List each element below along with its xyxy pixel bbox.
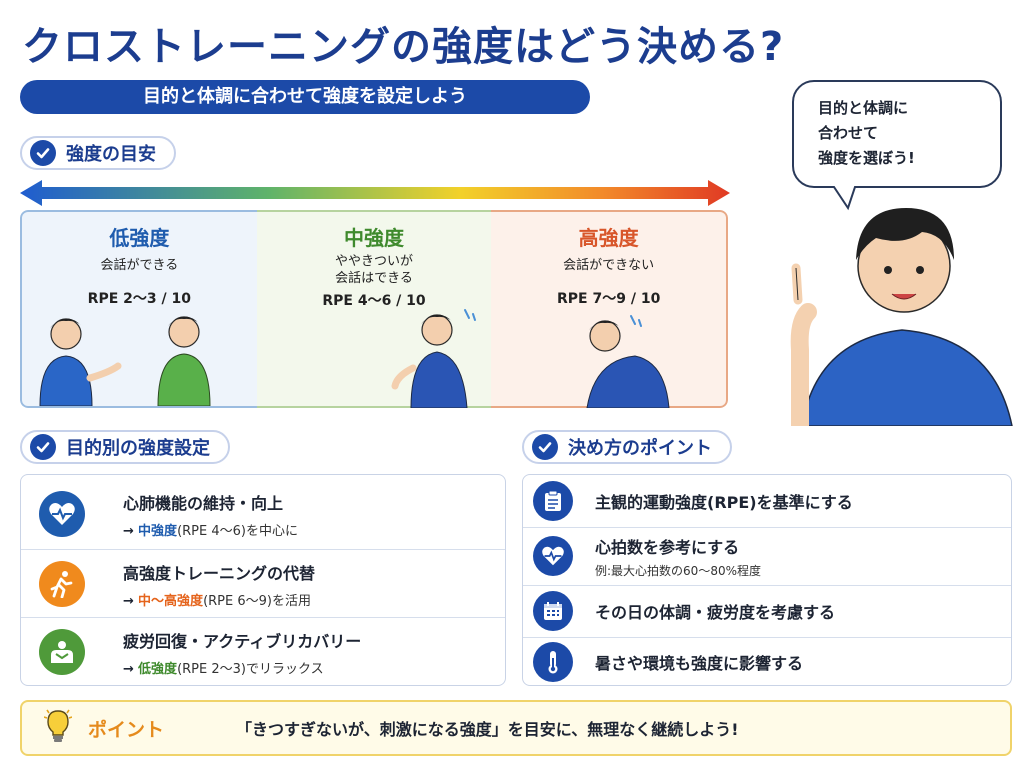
purpose-item-sub: → 低強度(RPE 2〜3)でリラックス <box>123 658 361 677</box>
purpose-heading: 目的別の強度設定 <box>20 430 230 464</box>
bubble-line-3: 強度を選ぼう! <box>818 149 915 167</box>
intensity-levels: 低強度 会話ができる RPE 2〜3 / 10 中強度 ややきついが 会話はでき… <box>20 210 728 408</box>
level-low: 低強度 会話ができる RPE 2〜3 / 10 <box>20 210 257 408</box>
tip-item-title: 暑さや環境も強度に影響する <box>595 654 804 673</box>
tip-item: その日の体調・疲労度を考慮する <box>523 587 1011 635</box>
thermometer-icon <box>533 642 573 682</box>
speech-bubble: 目的と体調に 合わせて 強度を選ぼう! <box>792 80 1002 188</box>
divider <box>523 527 1011 528</box>
level-mid-desc-1: ややきついが <box>335 254 414 269</box>
page-title: クロストレーニングの強度はどう決める? <box>22 24 785 70</box>
divider <box>21 549 505 550</box>
arrow-icon: → <box>123 523 134 539</box>
lightbulb-icon <box>43 709 73 747</box>
purpose-item-detail: (RPE 6〜9)を活用 <box>203 593 311 609</box>
purpose-item-title: 心肺機能の維持・向上 <box>123 493 284 513</box>
purpose-item-title: 高強度トレーニングの代替 <box>123 563 316 583</box>
purpose-item-sub: → 中強度(RPE 4〜6)を中心に <box>123 520 298 539</box>
level-low-desc: 会話ができる <box>100 258 179 273</box>
divider <box>523 637 1011 638</box>
check-icon <box>30 434 56 460</box>
level-mid-name: 中強度 <box>344 226 404 250</box>
check-icon <box>30 140 56 166</box>
level-high-desc: 会話ができない <box>563 258 655 273</box>
level-low-rpe: RPE 2〜3 / 10 <box>87 291 191 307</box>
tip-item-sub: 例:最大心拍数の60〜80%程度 <box>595 563 761 578</box>
tip-item: 心拍数を参考にする 例:最大心拍数の60〜80%程度 <box>523 529 1011 583</box>
divider <box>21 617 505 618</box>
tip-item-title: その日の体調・疲労度を考慮する <box>595 603 836 622</box>
intensity-arrow-icon <box>20 180 730 206</box>
runner-icon <box>39 561 85 607</box>
purpose-item: 高強度トレーニングの代替 → 中〜高強度(RPE 6〜9)を活用 <box>21 553 505 615</box>
tip-item: 主観的運動強度(RPE)を基準にする <box>523 477 1011 525</box>
purpose-heading-label: 目的別の強度設定 <box>66 438 210 459</box>
guide-heading-label: 強度の目安 <box>66 144 156 165</box>
purpose-item-intensity: 中〜高強度 <box>138 593 204 609</box>
arrow-icon: → <box>123 593 134 609</box>
calendar-icon <box>533 591 573 631</box>
jogging-person-illustration <box>391 309 476 408</box>
purpose-item: 心肺機能の維持・向上 → 中強度(RPE 4〜6)を中心に <box>21 483 505 545</box>
level-high-name: 高強度 <box>578 226 639 250</box>
tip-item-title: 主観的運動強度(RPE)を基準にする <box>595 493 853 512</box>
guide-heading: 強度の目安 <box>20 136 176 170</box>
clipboard-icon <box>533 481 573 521</box>
purpose-item-intensity: 中強度 <box>138 523 178 539</box>
level-mid-rpe: RPE 4〜6 / 10 <box>322 293 426 309</box>
point-label: ポイント <box>88 718 165 741</box>
purpose-item-sub: → 中〜高強度(RPE 6〜9)を活用 <box>123 590 315 609</box>
point-banner: ポイント 「きつすぎないが、刺激になる強度」を目安に、無理なく継続しよう! <box>20 700 1012 756</box>
level-high: 高強度 会話ができない RPE 7〜9 / 10 <box>491 210 728 408</box>
level-mid-desc-2: 会話はできる <box>335 271 413 286</box>
bubble-line-2: 合わせて <box>818 124 879 142</box>
level-mid: 中強度 ややきついが 会話はできる RPE 4〜6 / 10 <box>256 210 492 408</box>
level-low-name: 低強度 <box>109 226 170 250</box>
purpose-item-detail: (RPE 4〜6)を中心に <box>177 523 298 539</box>
bubble-line-1: 目的と体調に <box>818 99 909 117</box>
point-message: 「きつすぎないが、刺激になる強度」を目安に、無理なく継続しよう! <box>236 720 739 739</box>
tips-heading: 決め方のポイント <box>522 430 732 464</box>
arrow-icon: → <box>123 661 134 677</box>
heart-pulse-icon <box>533 536 573 576</box>
purpose-item: 疲労回復・アクティブリカバリー → 低強度(RPE 2〜3)でリラックス <box>21 621 505 683</box>
tips-panel: 主観的運動強度(RPE)を基準にする 心拍数を参考にする 例:最大心拍数の60〜… <box>522 474 1012 686</box>
bubble-tail <box>830 184 858 211</box>
relax-icon <box>39 629 85 675</box>
heart-pulse-icon <box>39 491 85 537</box>
purpose-item-title: 疲労回復・アクティブリカバリー <box>123 631 362 651</box>
purpose-item-detail: (RPE 2〜3)でリラックス <box>177 661 324 677</box>
tips-heading-label: 決め方のポイント <box>568 438 712 459</box>
subtitle-banner: 目的と体調に合わせて強度を設定しよう <box>20 80 590 114</box>
purpose-panel: 心肺機能の維持・向上 → 中強度(RPE 4〜6)を中心に 高強度トレーニングの… <box>20 474 506 686</box>
tired-person-illustration <box>586 315 670 408</box>
coach-illustration <box>790 208 1013 426</box>
talking-people-illustration <box>39 316 211 406</box>
purpose-item-intensity: 低強度 <box>138 661 178 677</box>
tip-item-title: 心拍数を参考にする <box>595 537 740 557</box>
check-icon <box>532 434 558 460</box>
divider <box>523 585 1011 586</box>
tip-item: 暑さや環境も強度に影響する <box>523 639 1011 685</box>
level-high-rpe: RPE 7〜9 / 10 <box>557 291 661 307</box>
